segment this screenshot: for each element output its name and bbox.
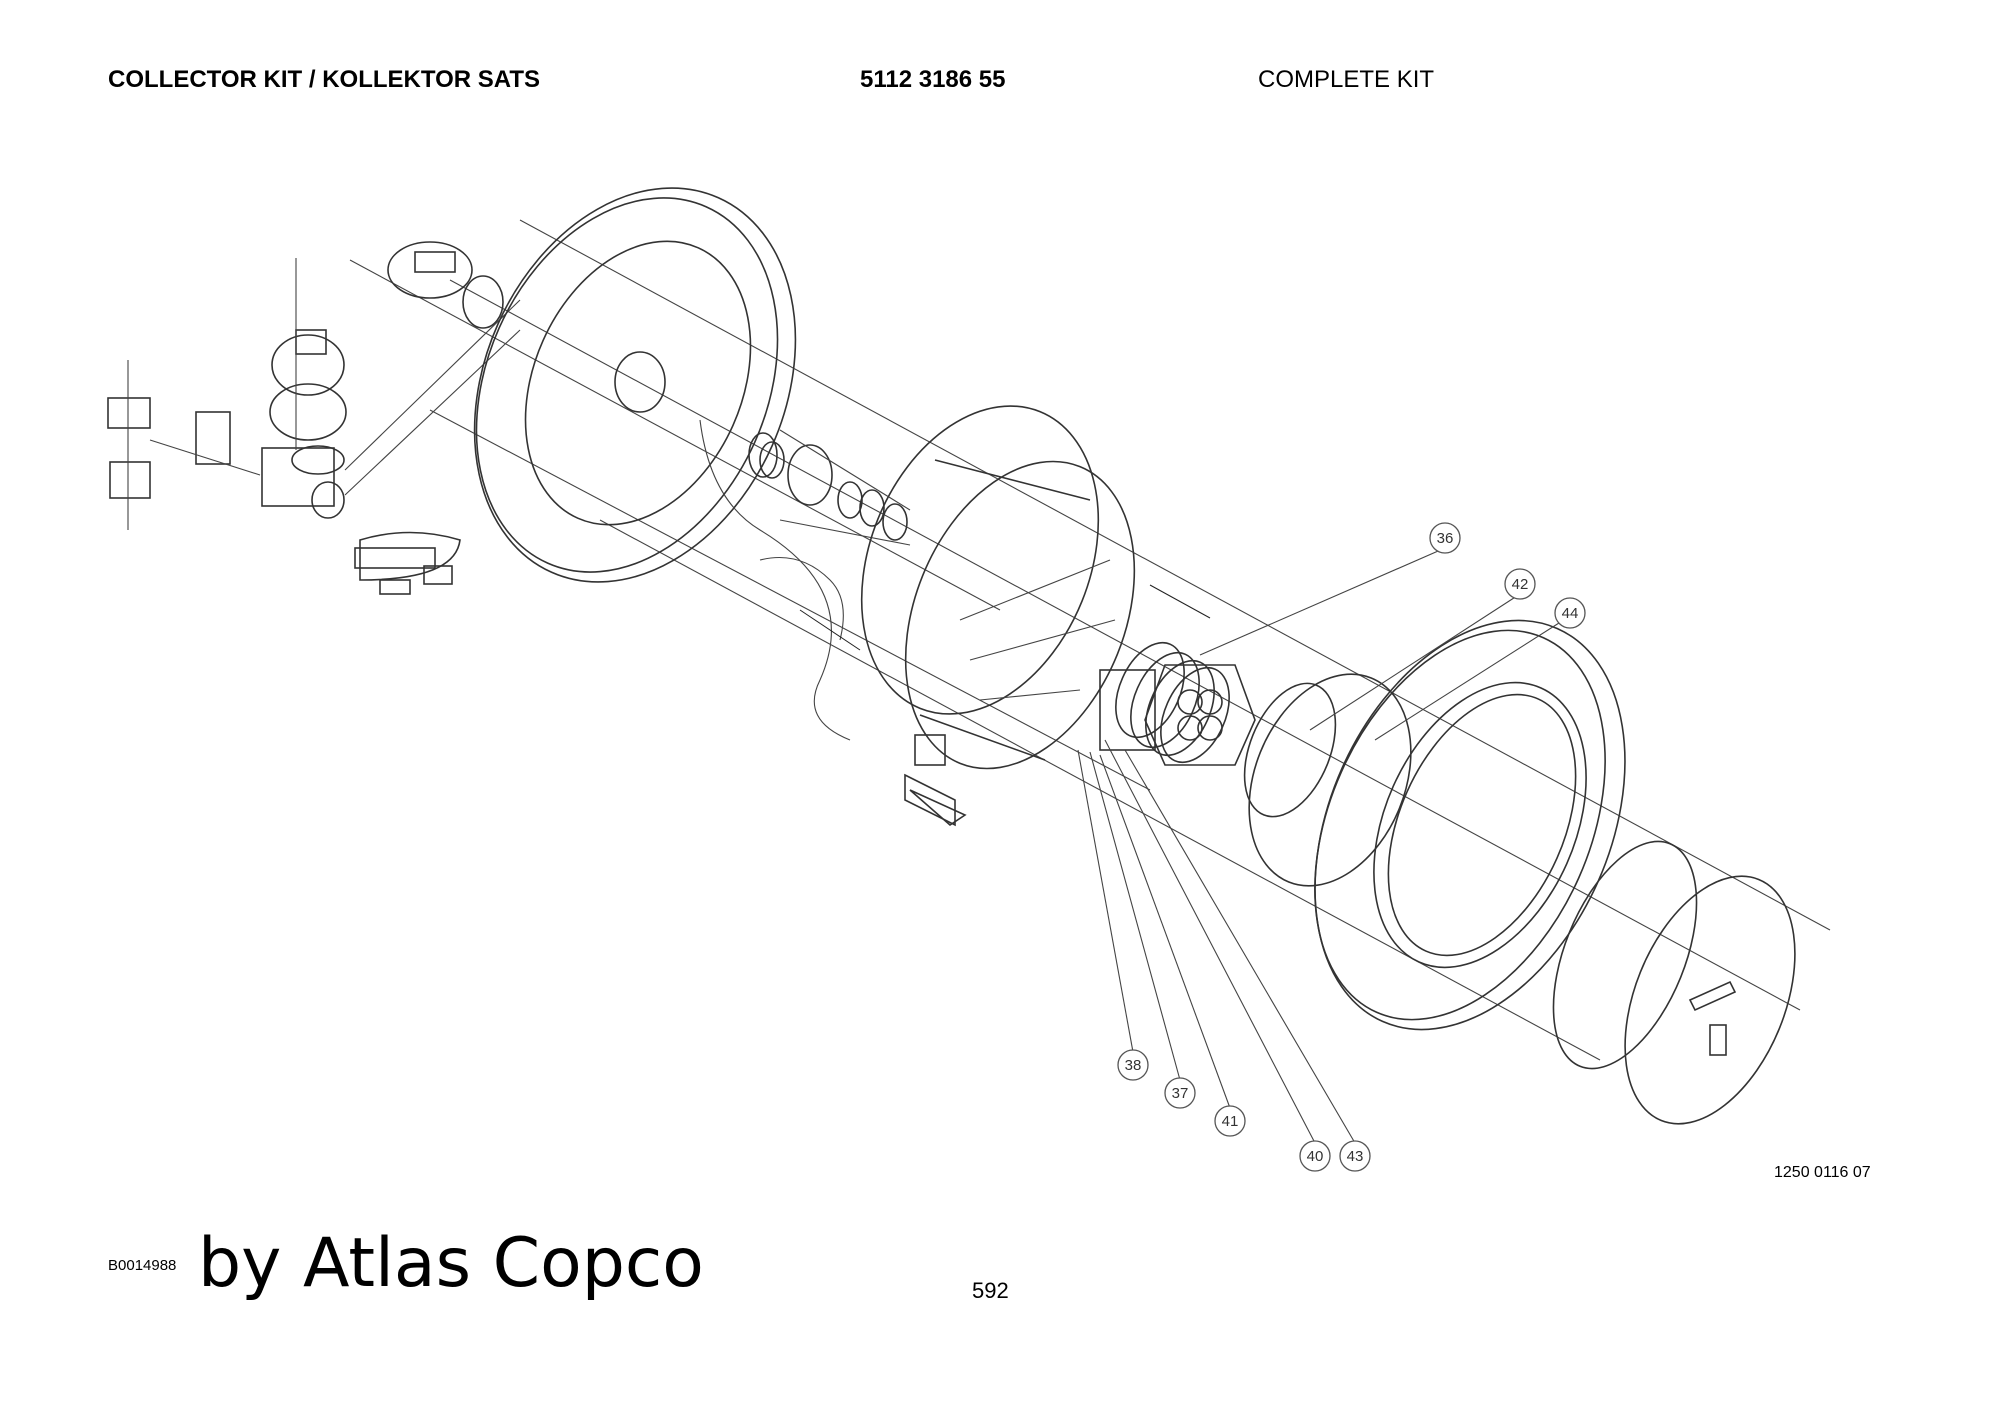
- callout-label: 38: [1125, 1057, 1142, 1074]
- document-code: B0014988: [108, 1257, 177, 1274]
- collector-ring-assembly: [1099, 584, 1256, 766]
- page-number: 592: [972, 1278, 1009, 1303]
- callout-label: 40: [1307, 1148, 1324, 1165]
- callout-label: 37: [1172, 1085, 1189, 1102]
- drawing-number: 1250 0116 07: [1774, 1164, 1871, 1181]
- small-parts-left: [904, 734, 967, 827]
- drum-flange-left: [473, 187, 797, 583]
- callout-38: 38: [1117, 1049, 1149, 1081]
- callout-36: 36: [1429, 522, 1461, 554]
- callout-42: 42: [1504, 568, 1536, 600]
- callout-label: 43: [1347, 1148, 1364, 1165]
- gearbox-assembly: [107, 241, 521, 595]
- kit-description: COMPLETE KIT: [1258, 66, 1435, 93]
- brand-text: by Atlas Copco: [198, 1224, 704, 1303]
- assembly-axis-lines: [349, 219, 1831, 1061]
- callout-label: 36: [1437, 530, 1454, 547]
- callout-leaders: [1077, 547, 1571, 1144]
- drum-flange-right: [1314, 619, 1626, 1031]
- shaft-bearing-stack: [748, 429, 911, 546]
- drum-cylinder: [860, 405, 1136, 770]
- callout-label: 41: [1222, 1113, 1239, 1130]
- page-title: COLLECTOR KIT / KOLLEKTOR SATS: [108, 66, 540, 93]
- callout-44: 44: [1554, 597, 1586, 629]
- part-number: 5112 3186 55: [860, 66, 1006, 93]
- callout-41: 41: [1214, 1105, 1246, 1137]
- end-covers: [1552, 840, 1796, 1125]
- callout-37: 37: [1164, 1077, 1196, 1109]
- callout-label: 44: [1562, 605, 1579, 622]
- callout-40: 40: [1299, 1140, 1331, 1172]
- collector-cover: [1243, 673, 1412, 887]
- hose-loop: [699, 419, 861, 741]
- callout-43: 43: [1339, 1140, 1371, 1172]
- callout-label: 42: [1512, 576, 1529, 593]
